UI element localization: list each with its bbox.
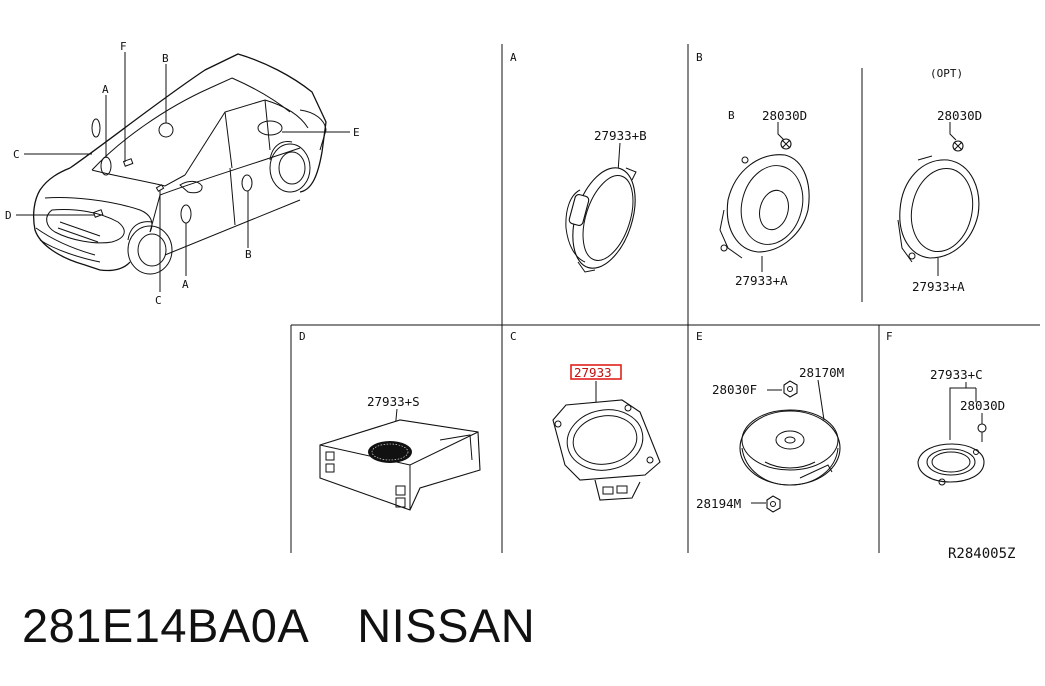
- panel-b-opt-screw-label: 28030D: [937, 108, 982, 123]
- speaker-b-opt-drawing: [897, 155, 980, 263]
- screw-f-drawing: [977, 423, 987, 442]
- panel-c-part-highlight: [570, 364, 622, 380]
- panel-b-opt-label: (OPT): [930, 67, 963, 80]
- panel-b-letter: B: [696, 51, 703, 64]
- nut2-e-drawing: [766, 495, 781, 513]
- panel-f-letter: F: [886, 330, 893, 343]
- screw-b-drawing: [780, 138, 792, 150]
- brand-name: NISSAN: [357, 599, 536, 652]
- callout-b-bottom: B: [245, 248, 252, 261]
- panel-f-speaker-label: 27933+C: [930, 367, 983, 382]
- woofer-e-drawing: [739, 409, 841, 486]
- callout-c-bottom: C: [155, 294, 162, 307]
- subwoofer-d-drawing: [319, 419, 481, 511]
- panel-c-letter: C: [510, 330, 517, 343]
- speaker-a-drawing: [565, 167, 637, 273]
- panel-e-letter: E: [696, 330, 703, 343]
- callout-b-top: B: [162, 52, 169, 65]
- panel-d-part-label: 27933+S: [367, 394, 420, 409]
- panel-a-letter: A: [510, 51, 517, 64]
- speaker-c-drawing: [552, 399, 661, 501]
- reference-code: R284005Z: [948, 546, 1015, 562]
- callout-d: D: [5, 209, 12, 222]
- callout-a-top: A: [102, 83, 109, 96]
- speaker-f-drawing: [917, 443, 985, 486]
- speaker-b-drawing: [719, 154, 810, 259]
- panel-f-screw-label: 28030D: [960, 398, 1005, 413]
- panel-grid: [290, 44, 1040, 553]
- panel-c-part-label: 27933: [574, 365, 612, 380]
- panel-e-nut-label: 28030F: [712, 382, 757, 397]
- panel-b-sub-letter: B: [728, 109, 735, 122]
- part-number: 281E14BA0A: [22, 599, 310, 652]
- panel-b-speaker-label: 27933+A: [735, 273, 788, 288]
- callout-c-left: C: [13, 148, 20, 161]
- panel-b-screw-label: 28030D: [762, 108, 807, 123]
- panel-e-woofer-label: 28170M: [799, 365, 844, 380]
- panel-e-nut2-label: 28194M: [696, 496, 741, 511]
- callout-a-bottom: A: [182, 278, 189, 291]
- car-illustration: [16, 52, 350, 292]
- panel-a-part-label: 27933+B: [594, 128, 647, 143]
- screw-b-opt-drawing: [952, 140, 964, 152]
- panel-d-letter: D: [299, 330, 306, 343]
- callout-e: E: [353, 126, 360, 139]
- nut-e-drawing: [783, 380, 798, 398]
- callout-f: F: [120, 40, 127, 53]
- footer-caption: 281E14BA0A NISSAN: [22, 598, 535, 653]
- panel-b-opt-speaker-label: 27933+A: [912, 279, 965, 294]
